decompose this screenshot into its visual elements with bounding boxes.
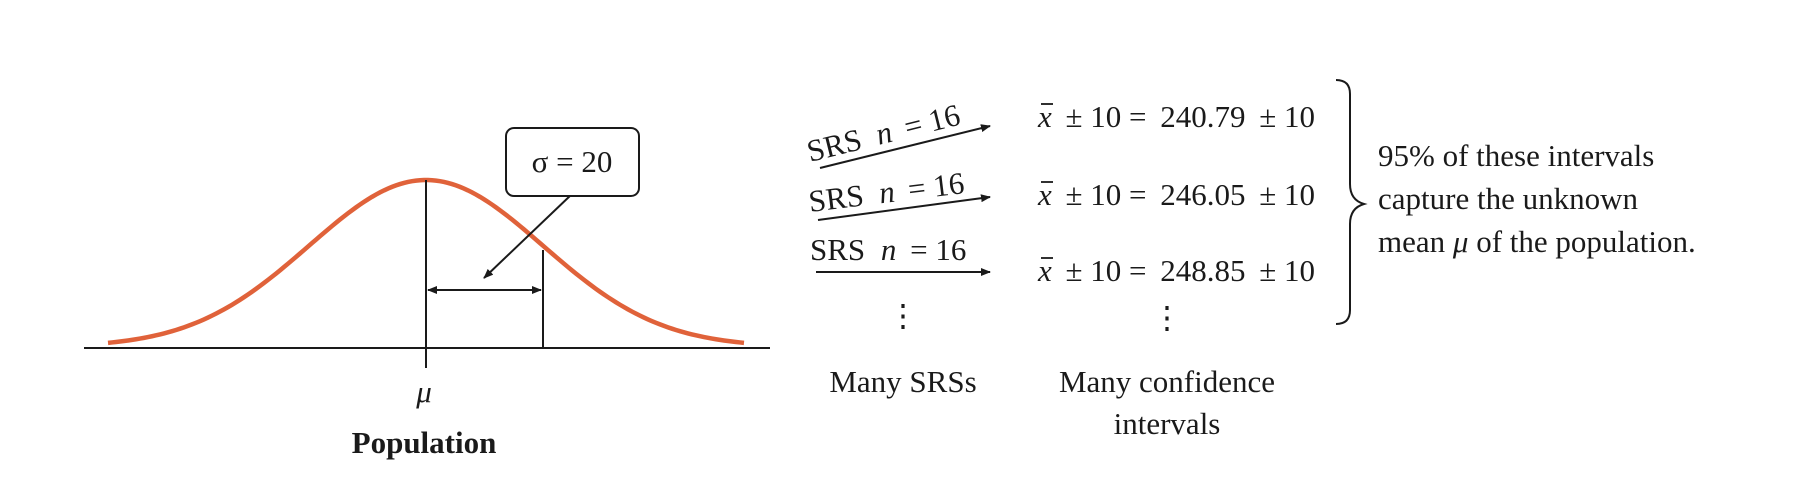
interval-row-3: x ± 10 = 248.85 ± 10 bbox=[1037, 253, 1315, 288]
sigma-pointer-arrow bbox=[483, 193, 573, 279]
pm-margin: ± 10 = bbox=[1066, 99, 1147, 134]
n-value: = 16 bbox=[906, 165, 966, 207]
interval-row-1: x ± 10 = 240.79 ± 10 bbox=[1037, 99, 1315, 134]
pm-margin: ± 10 = bbox=[1066, 253, 1147, 288]
svg-text:x ± 10 = 240.7: x ± 10 = 240.79 ± 10 bbox=[1037, 99, 1315, 134]
srs-arrow-3: SRS n = 16 bbox=[810, 232, 991, 276]
conclusion-line-3-suffix: of the population. bbox=[1476, 224, 1696, 259]
svg-text:x ± 10 = 248.8: x ± 10 = 248.85 ± 10 bbox=[1037, 253, 1315, 288]
intervals-ellipsis: ⋮ bbox=[1152, 300, 1183, 335]
interval-margin: ± 10 bbox=[1259, 253, 1315, 288]
intervals-caption-line1: Many confidence bbox=[1059, 364, 1275, 399]
n-value: = 16 bbox=[900, 97, 963, 145]
interval-mean: 246.05 bbox=[1160, 177, 1245, 212]
interval-margin: ± 10 bbox=[1259, 177, 1315, 212]
n-symbol: n bbox=[872, 114, 896, 152]
interval-mean: 240.79 bbox=[1160, 99, 1245, 134]
interval-margin: ± 10 bbox=[1259, 99, 1315, 134]
population-title: Population bbox=[352, 425, 497, 460]
srs-label: SRS bbox=[803, 121, 865, 168]
conclusion-panel: 95% of these intervals capture the unkno… bbox=[1335, 79, 1696, 325]
n-symbol: n bbox=[877, 174, 897, 211]
svg-text:SRS n = 16: SRS n = 16 bbox=[810, 232, 966, 267]
intervals-panel: x ± 10 = 240.79 ± 10 x ± 10 = 246.05 ± 1… bbox=[1037, 99, 1315, 441]
srs-arrow-2: SRS n = 16 bbox=[807, 165, 991, 221]
conclusion-line-1: 95% of these intervals bbox=[1378, 138, 1654, 173]
xbar-symbol: x bbox=[1037, 253, 1052, 288]
interval-mean: 248.85 bbox=[1160, 253, 1245, 288]
curly-brace bbox=[1335, 79, 1368, 325]
pm-margin: ± 10 = bbox=[1066, 177, 1147, 212]
samples-panel: SRS n = 16 SRS n = 16 SRS n = 16 ⋮ Many … bbox=[803, 97, 991, 399]
mu-label: μ bbox=[415, 374, 432, 409]
conclusion-mu: μ bbox=[1452, 224, 1469, 259]
samples-ellipsis: ⋮ bbox=[888, 298, 919, 333]
intervals-caption-line2: intervals bbox=[1114, 406, 1221, 441]
conclusion-line-2: capture the unknown bbox=[1378, 181, 1638, 216]
svg-text:mean μ of the po: mean μ of the population. bbox=[1378, 224, 1696, 259]
samples-caption: Many SRSs bbox=[829, 364, 976, 399]
population-panel: σ = 20 μ Population bbox=[84, 127, 770, 460]
svg-text:SRS n = 16: SRS n = 16 bbox=[807, 165, 967, 219]
srs-arrow-1: SRS n = 16 bbox=[803, 97, 991, 169]
sigma-label: σ = 20 bbox=[532, 144, 613, 179]
interval-row-2: x ± 10 = 246.05 ± 10 bbox=[1037, 177, 1315, 212]
xbar-symbol: x bbox=[1037, 177, 1052, 212]
n-symbol: n bbox=[881, 232, 897, 267]
srs-label: SRS bbox=[807, 177, 866, 218]
conclusion-line-3-prefix: mean bbox=[1378, 224, 1453, 259]
svg-text:x ± 10 = 246.0: x ± 10 = 246.05 ± 10 bbox=[1037, 177, 1315, 212]
xbar-symbol: x bbox=[1037, 99, 1052, 134]
sigma-label-box bbox=[505, 127, 640, 197]
svg-text:SRS n = 16: SRS n = 16 bbox=[803, 97, 963, 169]
n-value: = 16 bbox=[910, 232, 966, 267]
srs-label: SRS bbox=[810, 232, 865, 267]
